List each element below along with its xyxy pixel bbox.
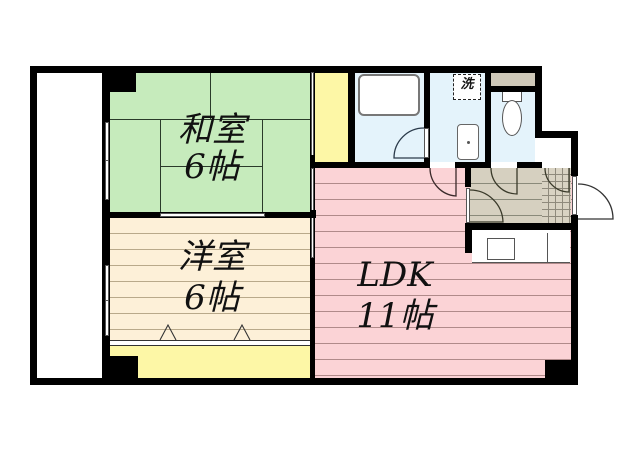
washitsu-size: 6帖 bbox=[184, 147, 240, 187]
wall-right-genkan-lower bbox=[571, 215, 578, 230]
wall-below-hallway bbox=[465, 223, 578, 230]
tatami-line bbox=[110, 119, 310, 120]
wall-top bbox=[30, 66, 542, 73]
shoe-storage bbox=[541, 138, 571, 162]
washing-machine-space bbox=[453, 74, 481, 100]
wall-washroom-toilet bbox=[485, 66, 491, 168]
tatami-line bbox=[210, 72, 211, 119]
wall-bottom bbox=[30, 378, 578, 385]
column-bottom-right bbox=[545, 360, 578, 385]
ldk-name: LDK bbox=[357, 255, 433, 295]
sliding-door-washitsu[interactable] bbox=[160, 213, 265, 217]
tatami-line bbox=[262, 119, 263, 212]
closet-youshitsu bbox=[110, 346, 310, 378]
youshitsu-closet bbox=[110, 340, 310, 346]
wall-kitchen-left bbox=[465, 223, 472, 253]
hallway bbox=[470, 168, 542, 223]
kitchen-stove-divider bbox=[547, 233, 548, 263]
kitchen-sink bbox=[487, 238, 515, 260]
toilet-storage bbox=[490, 72, 535, 86]
wall-above-ldk bbox=[310, 162, 428, 168]
wall-ldk-hallway bbox=[465, 162, 471, 187]
wall-right-ldk bbox=[571, 225, 578, 385]
wall-balcony-divider bbox=[102, 66, 110, 385]
ldk-size: 11帖 bbox=[356, 296, 434, 336]
wall-left bbox=[30, 66, 37, 385]
tatami-line bbox=[160, 166, 262, 167]
youshitsu-name: 洋室 bbox=[178, 237, 246, 277]
wall-toilet-storage bbox=[485, 86, 542, 92]
wall-segment-ldk bbox=[310, 155, 315, 167]
basin-drain bbox=[467, 141, 470, 144]
washitsu-room bbox=[110, 72, 310, 212]
wall-above-hallway-2 bbox=[517, 162, 542, 168]
bath-door[interactable] bbox=[424, 128, 429, 158]
wall-above-hallway-1 bbox=[455, 162, 491, 168]
closet-washitsu bbox=[315, 72, 348, 162]
wall-closet-bath bbox=[348, 66, 355, 168]
column-top-left bbox=[102, 66, 136, 92]
youshitsu-room bbox=[110, 218, 310, 340]
wall-right-genkan-top bbox=[535, 131, 578, 138]
bathtub bbox=[358, 74, 420, 116]
window-youshitsu-2 bbox=[105, 300, 109, 336]
hallway-door-frame bbox=[466, 188, 470, 223]
washitsu-name: 和室 bbox=[178, 110, 246, 150]
column-bottom-left bbox=[102, 356, 138, 385]
entrance-door-frame bbox=[572, 176, 577, 215]
tatami-line bbox=[160, 119, 161, 212]
toilet-bowl bbox=[502, 100, 522, 136]
wall-segment-ldk-2 bbox=[310, 210, 316, 218]
wall-right-genkan bbox=[571, 131, 578, 176]
wall-bath-washroom bbox=[424, 66, 430, 168]
genkan-entrance bbox=[542, 168, 571, 223]
youshitsu-size: 6帖 bbox=[184, 278, 240, 318]
balcony bbox=[38, 72, 108, 378]
window-washitsu-2 bbox=[105, 160, 109, 200]
wall-right-upper bbox=[535, 66, 542, 138]
washer-label: 洗 bbox=[460, 77, 474, 92]
